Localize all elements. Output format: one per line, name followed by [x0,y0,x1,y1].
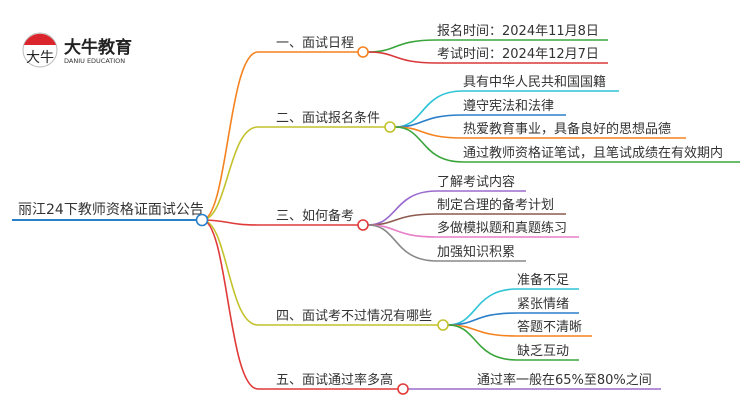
child-link [394,126,740,163]
child-node-label[interactable]: 报名时间：2024年11月8日 [437,23,599,39]
branch-node-label[interactable]: 五、面试通过率多高 [276,372,393,388]
child-link [367,39,608,53]
collapse-toggle[interactable] [357,46,369,58]
child-link [367,51,608,64]
branch-node-label[interactable]: 三、如何备考 [276,208,354,224]
child-node-label[interactable]: 了解考试内容 [437,174,515,190]
logo-subtitle: DANIU EDUCATION [64,57,125,65]
child-node-label[interactable]: 多做模拟题和真题练习 [437,220,567,236]
child-node-label[interactable]: 遵守宪法和法律 [463,98,554,114]
branch-link [201,219,398,390]
child-node-label[interactable]: 考试时间：2024年12月7日 [437,47,599,62]
child-link [367,224,526,262]
child-link [367,224,579,238]
collapse-toggle[interactable] [384,121,396,133]
collapse-toggle[interactable] [437,319,449,331]
collapse-toggle[interactable] [357,219,369,231]
logo-sun-icon [24,33,56,45]
root-node-label[interactable]: 丽江24下教师资格证面试公告 [18,202,204,218]
child-node-label[interactable]: 具有中华人民共和国国籍 [463,74,606,90]
child-node-label[interactable]: 准备不足 [517,272,569,288]
branch-node-label[interactable]: 二、面试报名条件 [276,110,380,126]
child-link [447,324,579,361]
child-node-label[interactable]: 紧张情绪 [517,297,569,312]
child-link [394,90,619,128]
child-link [394,114,566,128]
root-collapse-toggle[interactable] [195,213,209,227]
child-node-label[interactable]: 热爱教育事业，具备良好的思想品德 [463,121,671,137]
child-node-label[interactable]: 通过教师资格证笔试，且笔试成绩在有效期内 [463,145,723,161]
child-node-label[interactable]: 通过率一般在65%至80%之间 [477,372,652,388]
branch-link [201,126,385,221]
branch-node-label[interactable]: 一、面试日程 [276,36,354,51]
child-link [447,288,579,326]
collapse-toggle[interactable] [397,383,409,395]
child-link [447,324,592,337]
child-node-label[interactable]: 加强知识积累 [437,244,515,260]
child-link [447,312,579,326]
child-link [367,190,526,226]
child-link [367,213,566,226]
branch-link [201,219,438,326]
branch-link [201,219,358,226]
branch-link [201,51,358,221]
child-node-label[interactable]: 答题不清晰 [517,319,582,335]
logo-mark-text: 大牛 [26,50,54,66]
child-node-label[interactable]: 制定合理的备考计划 [437,197,554,213]
branch-node-label[interactable]: 四、面试考不过情况有哪些 [276,309,432,324]
logo: 大牛 大牛教育 DANIU EDUCATION [22,32,132,68]
logo-name: 大牛教育 [64,37,132,58]
child-node-label[interactable]: 缺乏互动 [517,344,569,359]
child-link [394,126,686,139]
